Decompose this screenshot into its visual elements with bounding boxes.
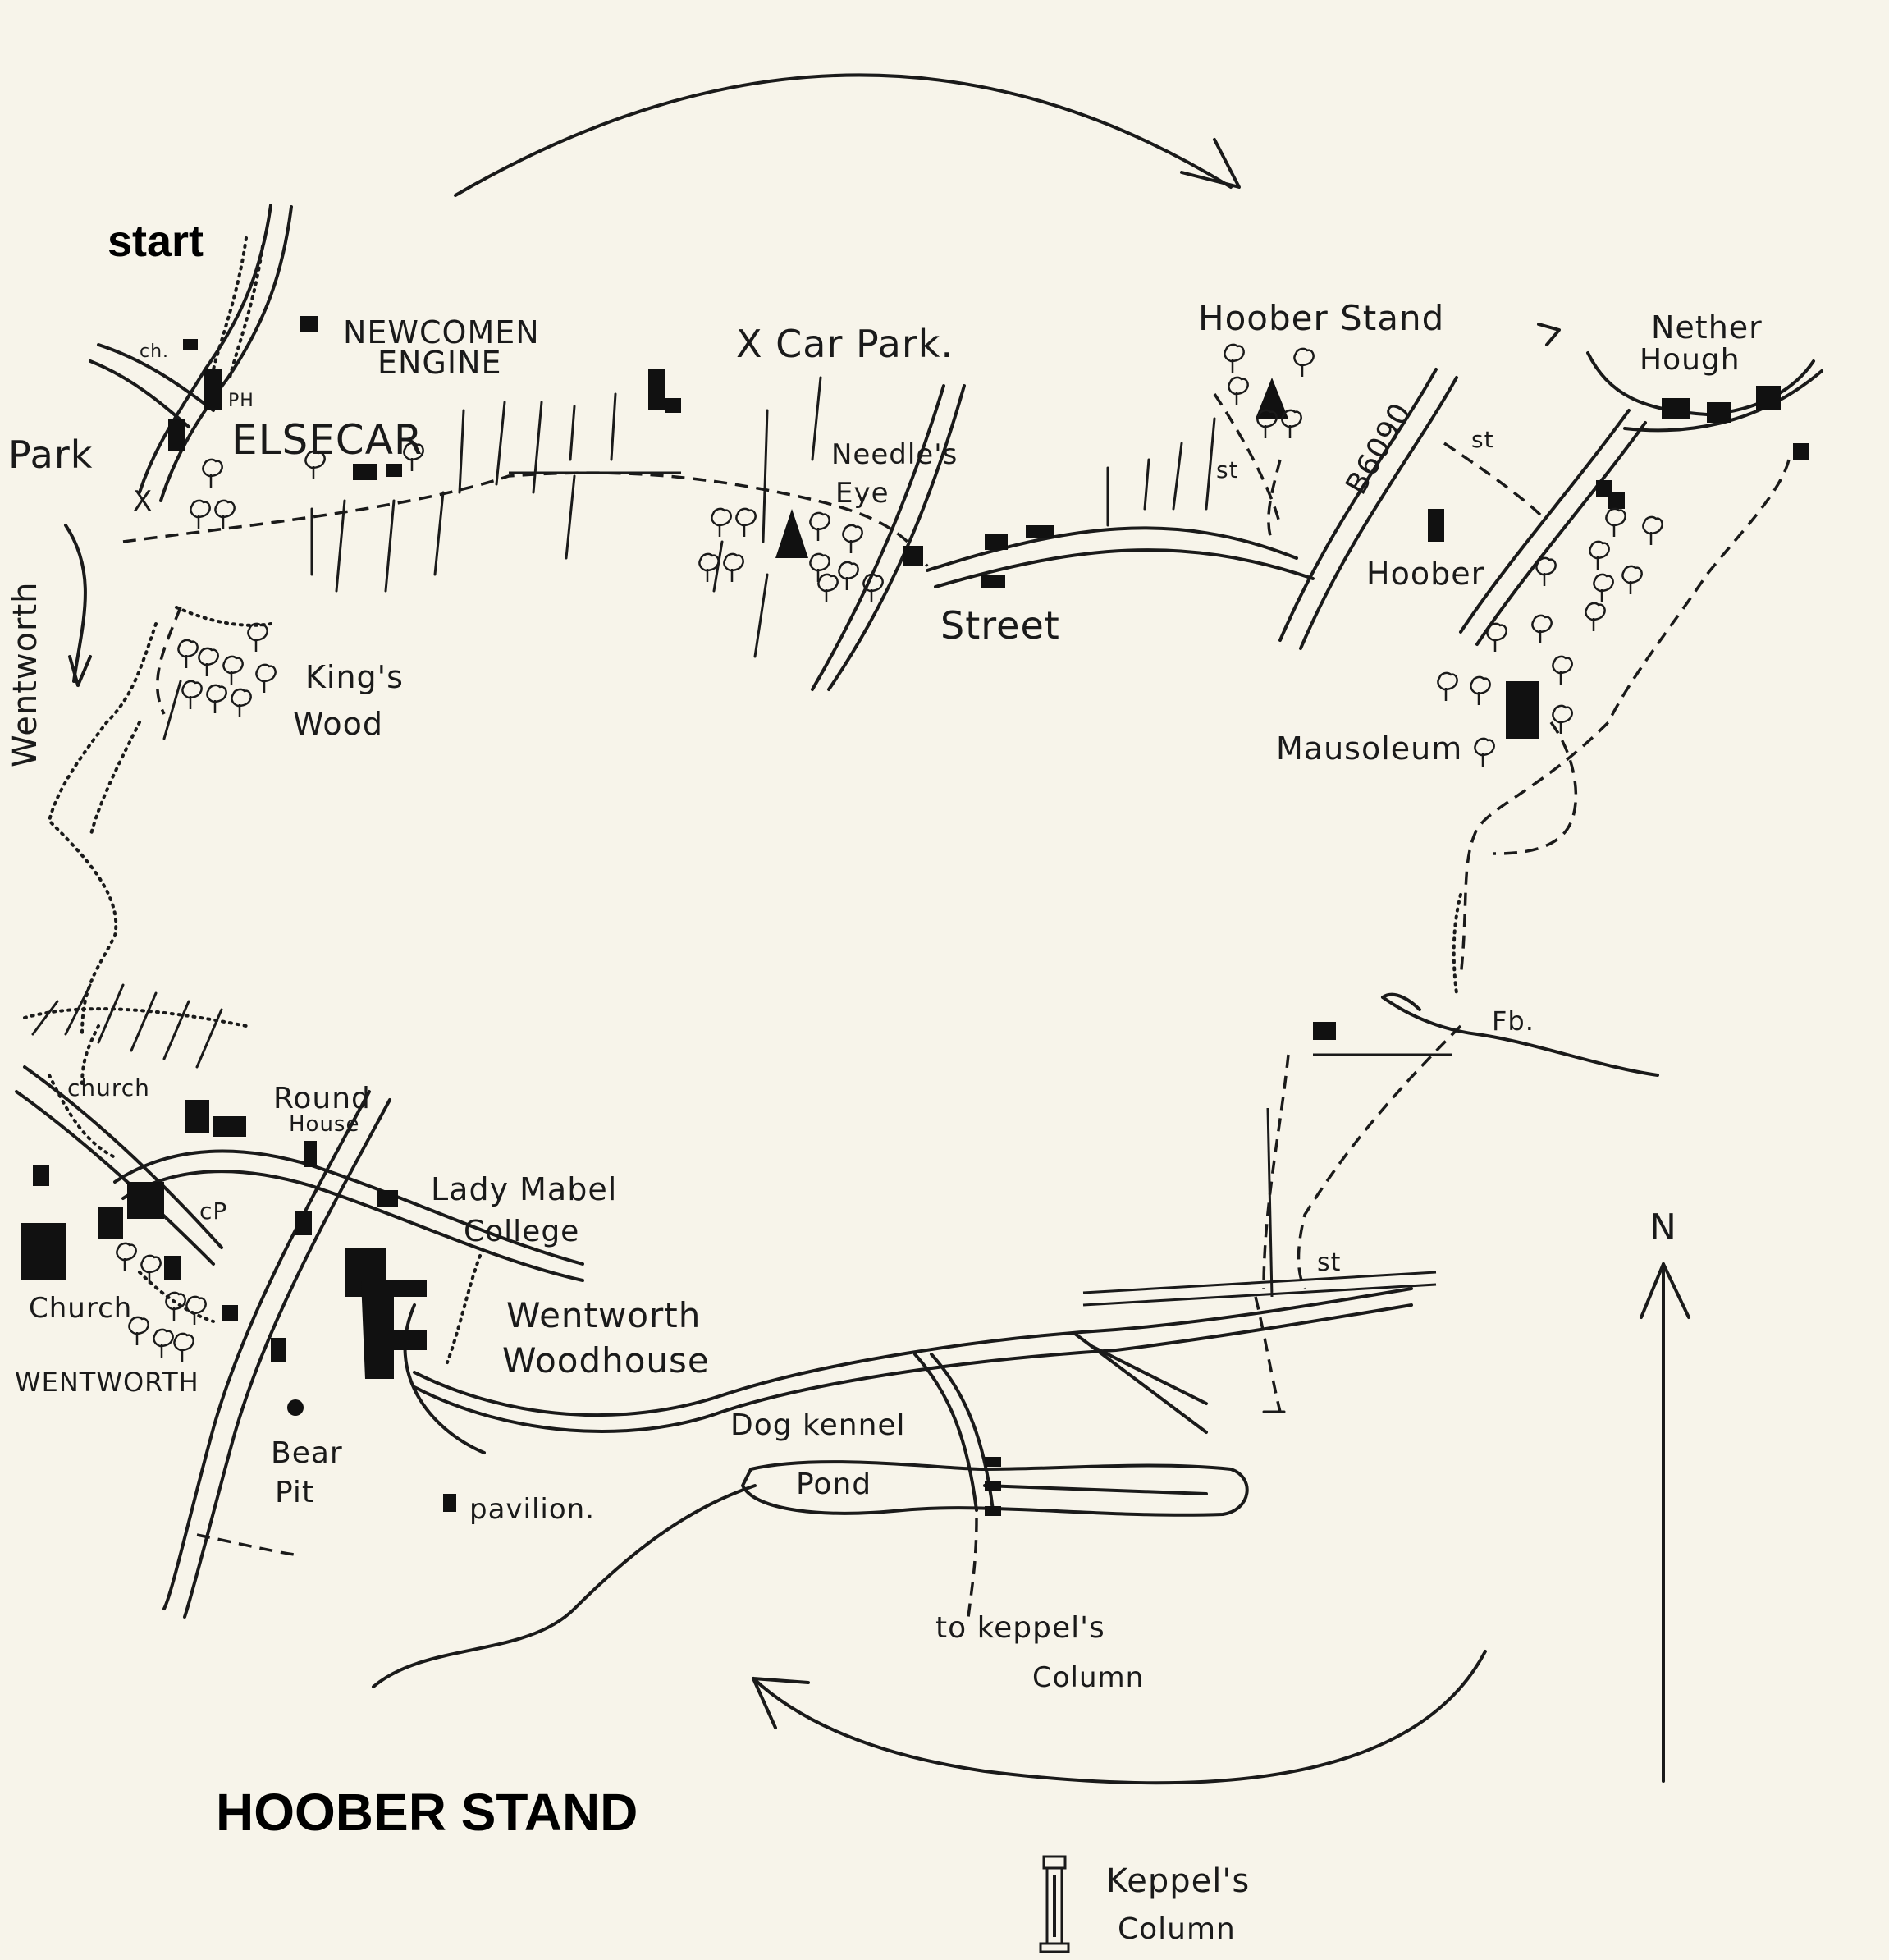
label-bear: Bear [271, 1436, 343, 1470]
label-church-lower: Church [29, 1292, 132, 1325]
buildings [21, 316, 1809, 1516]
label-wentworth-road: Wentworth [7, 581, 44, 767]
label-nether: Nether [1651, 309, 1763, 346]
label-column: Column [1118, 1912, 1236, 1946]
label-ch: ch. [140, 341, 169, 362]
label-woodhouse: Woodhouse [502, 1340, 710, 1381]
north-arrow [1640, 1262, 1690, 1783]
roads [15, 204, 1823, 1688]
label-dog-kennel: Dog kennel [730, 1408, 906, 1442]
label-pavilion: pavilion. [469, 1493, 595, 1526]
label-b6090: B6090 [1339, 397, 1418, 501]
label-park: Park [8, 433, 93, 477]
label-house: House [289, 1112, 359, 1137]
label-engine: ENGINE [377, 345, 502, 381]
label-x-start: X [133, 485, 153, 518]
label-car-park-village: cP [199, 1198, 227, 1225]
tree-symbols [116, 343, 1663, 1363]
direction-arrows [454, 73, 1487, 1785]
label-street: Street [940, 603, 1060, 648]
label-lady-mabel: Lady Mabel [431, 1171, 617, 1207]
label-stile-1: st [1216, 456, 1239, 483]
label-wood: Wood [293, 706, 383, 742]
north-label: N [1649, 1207, 1677, 1248]
bottom-arrowhead [752, 1677, 810, 1729]
label-wentworth-village: WENTWORTH [15, 1367, 199, 1398]
label-ph: PH [228, 391, 254, 411]
tramways [509, 471, 1452, 1307]
label-kings: King's [305, 659, 404, 695]
label-eye: Eye [835, 477, 890, 510]
label-pit: Pit [275, 1476, 314, 1509]
label-hough: Hough [1640, 343, 1740, 377]
label-column-lower: Column [1032, 1661, 1144, 1694]
label-wentworth: Wentworth [506, 1295, 701, 1335]
label-stile-2: st [1471, 426, 1494, 453]
field-boundaries [31, 376, 1286, 1413]
footpaths [122, 393, 1791, 1618]
top-arrowhead [1180, 138, 1241, 189]
label-round: Round [273, 1082, 371, 1115]
label-needles: Needle's [831, 438, 958, 471]
label-newcomen: NEWCOMEN [343, 314, 540, 350]
label-car-park: X Car Park. [736, 322, 954, 366]
label-stile-3: st [1317, 1248, 1341, 1277]
map-title: HOOBER STAND [216, 1783, 638, 1842]
label-hoober: Hoober [1366, 556, 1484, 592]
label-church-upper: church [67, 1074, 150, 1101]
label-to-keppels: to keppel's [935, 1611, 1105, 1645]
bottom-direction-arrow [752, 1650, 1487, 1785]
label-pond: Pond [796, 1468, 871, 1501]
label-hoober-stand: Hoober Stand [1198, 298, 1444, 338]
top-direction-arrow [454, 73, 1233, 197]
label-footbridge: Fb. [1492, 1005, 1535, 1037]
label-college: College [464, 1215, 579, 1248]
label-elsecar: ELSECAR [231, 416, 423, 464]
start-label: start [107, 217, 204, 266]
keppels-column-icon [1039, 1855, 1070, 1953]
label-mausoleum: Mausoleum [1276, 730, 1462, 767]
label-keppels: Keppel's [1106, 1862, 1250, 1900]
